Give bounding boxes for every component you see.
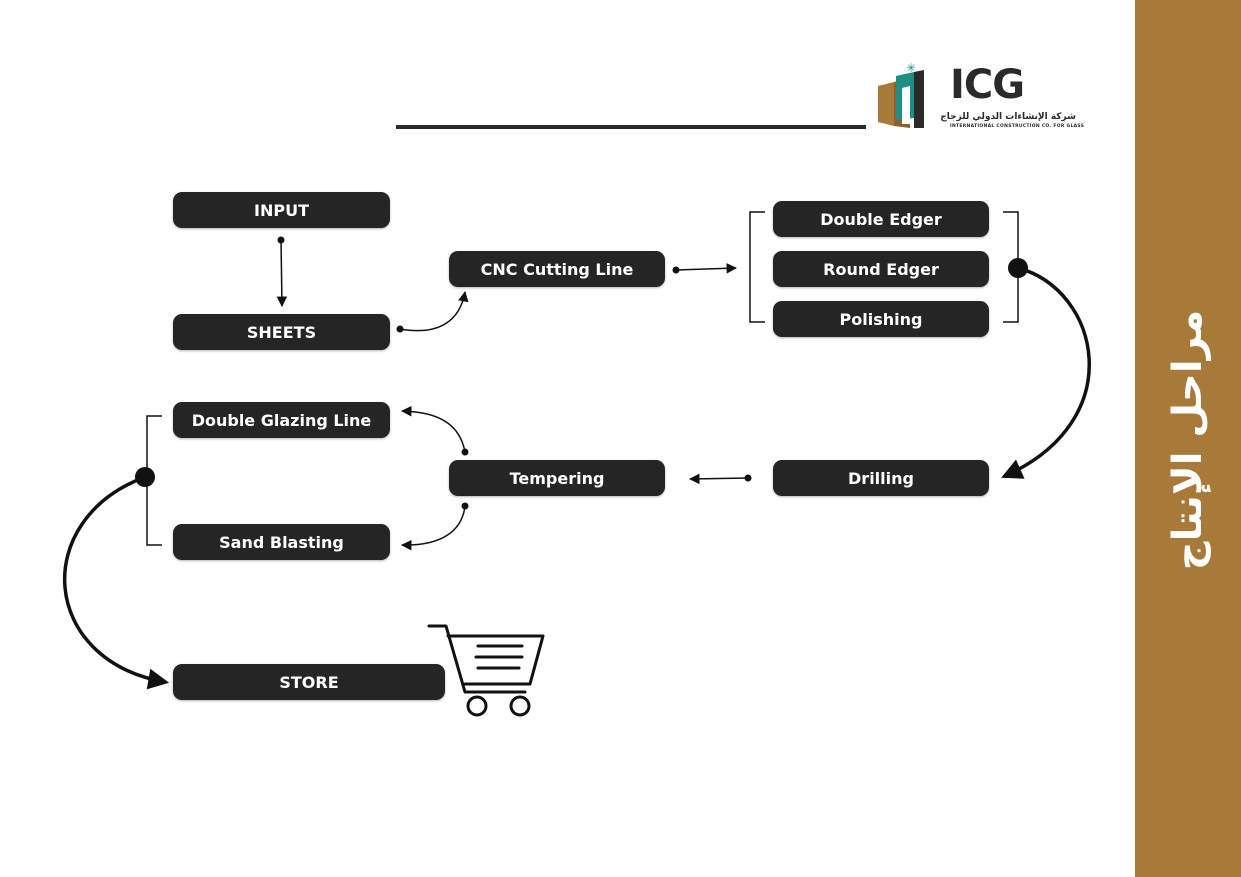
- node-tempering: Tempering: [449, 460, 665, 496]
- node-round-edger: Round Edger: [773, 251, 989, 287]
- node-cnc-cutting-line: CNC Cutting Line: [449, 251, 665, 287]
- node-store: STORE: [173, 664, 445, 700]
- node-input: INPUT: [173, 192, 390, 228]
- svg-text:✳: ✳: [906, 61, 916, 75]
- sidebar-band: [1135, 0, 1241, 877]
- shopping-cart-icon: [427, 624, 545, 717]
- flow-connectors: [63, 211, 1091, 717]
- node-double-edger: Double Edger: [773, 201, 989, 237]
- node-polishing: Polishing: [773, 301, 989, 337]
- node-sheets: SHEETS: [173, 314, 390, 350]
- logo-english-name: INTERNATIONAL CONSTRUCTION CO. FOR GLASS: [950, 124, 1085, 129]
- node-sand-blasting: Sand Blasting: [173, 524, 390, 560]
- header-rule: [396, 125, 866, 129]
- company-logo: ✳ ICG شركة الإنشاءات الدولي للزجاج INTER…: [876, 58, 1084, 134]
- node-double-glazing-line: Double Glazing Line: [173, 402, 390, 438]
- logo-wordmark: ICG: [950, 62, 1025, 108]
- logo-mark-icon: ✳: [878, 61, 924, 128]
- logo-arabic-name: شركة الإنشاءات الدولي للزجاج: [940, 112, 1076, 122]
- node-drilling: Drilling: [773, 460, 989, 496]
- page-title: مراحل الإنتاج: [1165, 309, 1211, 571]
